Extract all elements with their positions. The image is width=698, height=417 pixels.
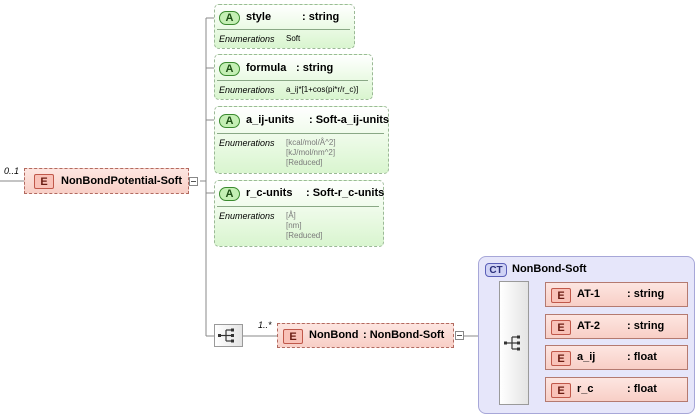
attribute-badge-icon: A [219, 11, 240, 25]
child-element-type: : float [627, 383, 657, 395]
attribute-badge-icon: A [219, 187, 240, 201]
enum-value: a_ij*[1+cos(pi*r/r_c)] [286, 85, 359, 94]
enum-value: [Reduced] [286, 231, 323, 240]
separator [217, 206, 379, 207]
enum-value: [kJ/mol/nm^2] [286, 148, 336, 157]
attribute-name: style [246, 11, 272, 23]
complex-type-name: NonBond-Soft [512, 263, 587, 275]
enum-value: Soft [286, 34, 301, 43]
enumerations-label: Enumerations [219, 211, 275, 221]
child-element-type: : string [627, 288, 665, 300]
attribute-badge-icon: A [219, 62, 240, 76]
separator [217, 29, 350, 30]
root-multiplicity: 0..1 [4, 166, 20, 176]
sequence-icon [218, 328, 234, 343]
nonbond-name: NonBond [309, 329, 359, 341]
child-element-name: AT-1 [577, 288, 601, 300]
enumerations-label: Enumerations [219, 34, 275, 44]
root-element-name: NonBondPotential-Soft [61, 175, 182, 187]
element-badge-icon: E [34, 174, 54, 189]
root-element[interactable]: E NonBondPotential-Soft [24, 168, 189, 194]
attribute-type: : string [302, 11, 340, 23]
attribute-name: formula [246, 62, 287, 74]
child-element-name: r_c [577, 383, 594, 395]
attribute-badge-icon: A [219, 114, 240, 128]
nonbond-type: : NonBond-Soft [363, 329, 445, 341]
element-badge-icon: E [283, 329, 303, 344]
attribute-style[interactable]: A style : string Enumerations Soft [214, 4, 355, 49]
collapse-icon[interactable] [189, 177, 198, 186]
element-badge-icon: E [551, 351, 571, 366]
enum-value: [Å] [286, 211, 296, 220]
attribute-a-ij-units[interactable]: A a_ij-units : Soft-a_ij-units Enumerati… [214, 106, 389, 174]
child-element-a-ij[interactable]: E a_ij : float [545, 345, 688, 370]
attribute-type: : string [296, 62, 334, 74]
attribute-type: : Soft-a_ij-units [309, 114, 390, 126]
child-element-name: a_ij [577, 351, 596, 363]
attribute-formula[interactable]: A formula : string Enumerations a_ij*[1+… [214, 54, 373, 100]
attribute-r-c-units[interactable]: A r_c-units : Soft-r_c-units Enumeration… [214, 180, 384, 247]
child-element-name: AT-2 [577, 320, 601, 332]
sequence-compositor[interactable] [214, 324, 243, 347]
enumerations-label: Enumerations [219, 85, 275, 95]
attribute-name: r_c-units [246, 187, 293, 199]
enum-value: [Reduced] [286, 158, 323, 167]
enumerations-label: Enumerations [219, 138, 275, 148]
ct-sequence-compositor[interactable] [499, 281, 529, 405]
complex-type-badge-icon: CT [485, 263, 507, 277]
collapse-icon[interactable] [455, 331, 464, 340]
separator [217, 133, 384, 134]
child-element-type: : string [627, 320, 665, 332]
enum-value: [nm] [286, 221, 302, 230]
attribute-type: : Soft-r_c-units [306, 187, 385, 199]
nonbond-multiplicity: 1..* [258, 320, 272, 330]
child-element-at-1[interactable]: E AT-1 : string [545, 282, 688, 307]
sequence-icon [504, 335, 520, 351]
nonbond-element[interactable]: E NonBond : NonBond-Soft [277, 323, 454, 348]
child-element-r-c[interactable]: E r_c : float [545, 377, 688, 402]
child-element-type: : float [627, 351, 657, 363]
child-element-at-2[interactable]: E AT-2 : string [545, 314, 688, 339]
enum-value: [kcal/mol/Å^2] [286, 138, 336, 147]
element-badge-icon: E [551, 288, 571, 303]
element-badge-icon: E [551, 320, 571, 335]
attribute-name: a_ij-units [246, 114, 295, 126]
separator [217, 80, 368, 81]
element-badge-icon: E [551, 383, 571, 398]
